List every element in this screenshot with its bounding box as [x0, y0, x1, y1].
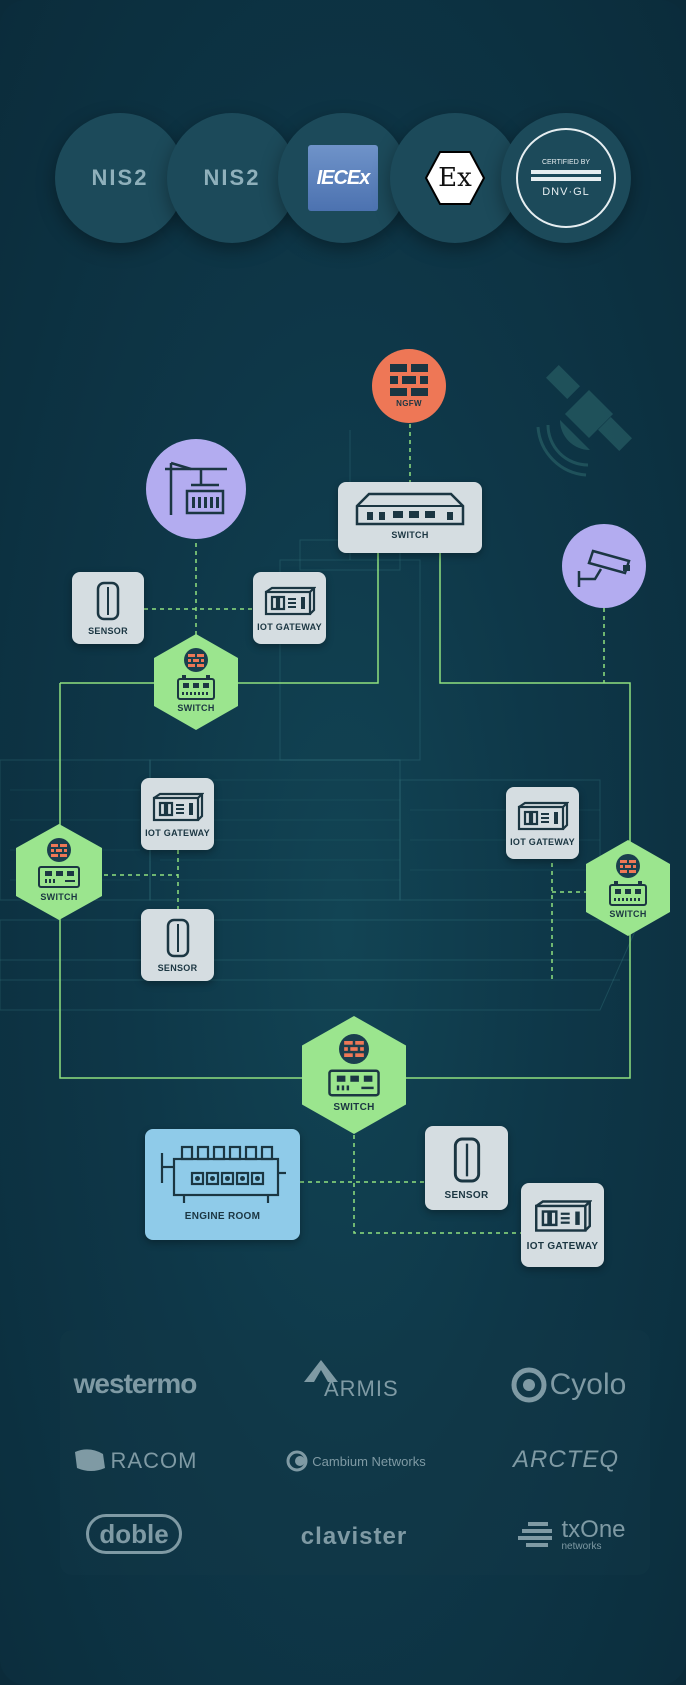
arcteq-logo: ARCTEQ — [512, 1446, 619, 1473]
dnv-label: DNV·GL — [542, 185, 590, 198]
racom-mark-icon — [74, 1449, 105, 1471]
cambium-logo: Cambium Networks — [276, 1446, 436, 1476]
nis2-label: NIS2 — [91, 165, 149, 190]
iot-gateway-icon — [264, 586, 316, 616]
firewall-icon — [390, 364, 428, 396]
iot-gateway-icon — [517, 801, 569, 831]
engine-room-node[interactable]: ENGINE ROOM — [145, 1129, 300, 1240]
sensor-label: SENSOR — [88, 626, 128, 636]
doble-logo: doble — [84, 1512, 184, 1556]
switch-device-icon — [38, 866, 80, 888]
iot-gateway-label: IOT GATEWAY — [145, 828, 210, 838]
engine-icon — [160, 1145, 286, 1203]
firewall-icon — [616, 854, 640, 878]
iot-gateway-label: IOT GATEWAY — [510, 837, 575, 847]
iecex-badge: IECEx — [278, 113, 408, 243]
iot-gateway-label: IOT GATEWAY — [526, 1241, 599, 1252]
ex-hexagon-icon — [424, 151, 486, 205]
switch-label: SWITCH — [40, 892, 78, 902]
crane-container-icon — [165, 461, 227, 515]
ngfw-node[interactable]: NGFW — [372, 349, 446, 423]
sensor-node-1[interactable]: SENSOR — [72, 572, 144, 644]
iot-gateway-label: IOT GATEWAY — [257, 622, 322, 632]
cyolo-logo: Cyolo — [500, 1364, 636, 1406]
dnv-bars-icon — [531, 169, 601, 174]
iot-gateway-icon — [534, 1200, 592, 1232]
switch-label: SWITCH — [177, 703, 215, 713]
nis2-label: NIS2 — [203, 165, 261, 190]
westermo-logo: westermo — [73, 1368, 198, 1399]
racom-logo: RACOM — [60, 1446, 210, 1476]
firewall-icon — [339, 1034, 369, 1064]
switch-label: SWITCH — [333, 1102, 375, 1113]
switch-device-icon — [355, 492, 465, 526]
txone-mark-icon — [518, 1522, 553, 1547]
partner-logos — [60, 1330, 650, 1575]
firewall-icon — [184, 648, 208, 672]
certified-by-label: CERTIFIED BY — [541, 158, 591, 166]
switch-hex-node-bottom[interactable]: SWITCH — [302, 1016, 406, 1134]
switch-label: SWITCH — [609, 909, 647, 919]
ex-label: Ex — [438, 163, 472, 193]
sensor-label: SENSOR — [444, 1190, 489, 1201]
crane-node[interactable] — [146, 439, 246, 539]
switch-hex-node-1[interactable]: SWITCH — [154, 634, 238, 730]
iot-gateway-node-3[interactable]: IOT GATEWAY — [506, 787, 579, 859]
switch-top-node[interactable]: SWITCH — [338, 482, 482, 553]
switch-device-icon — [177, 675, 215, 700]
link-switch-gw4 — [353, 1135, 521, 1234]
ex-badge: Ex — [390, 113, 520, 243]
satellite-icon — [536, 365, 632, 477]
nis2-badge-2: NIS2 — [167, 113, 297, 243]
iot-gateway-node-4[interactable]: IOT GATEWAY — [521, 1183, 604, 1267]
armis-logo: ARMIS — [290, 1356, 410, 1406]
sensor-label: SENSOR — [157, 963, 198, 973]
iot-gateway-icon — [152, 792, 204, 822]
cyolo-mark-icon — [511, 1367, 547, 1403]
firewall-icon — [47, 838, 71, 862]
sensor-node-3[interactable]: SENSOR — [425, 1126, 508, 1210]
sensor-icon — [166, 918, 189, 958]
ngfw-label: NGFW — [396, 399, 422, 408]
txone-logo: txOne networks — [510, 1514, 634, 1556]
armis-mark-icon — [304, 1360, 338, 1382]
iot-gateway-node-1[interactable]: IOT GATEWAY — [253, 572, 326, 644]
sensor-icon — [453, 1137, 480, 1183]
switch-device-icon — [609, 881, 647, 906]
dnv-badge: CERTIFIED BY DNV·GL — [501, 113, 631, 243]
switch-hex-node-left[interactable]: SWITCH — [16, 824, 102, 920]
engine-room-label: ENGINE ROOM — [184, 1211, 261, 1222]
sensor-icon — [96, 581, 120, 621]
security-camera-icon — [577, 549, 631, 587]
sensor-node-2[interactable]: SENSOR — [141, 909, 214, 981]
switch-device-icon — [328, 1069, 380, 1097]
nis2-badge-1: NIS2 — [55, 113, 185, 243]
iot-gateway-node-2[interactable]: IOT GATEWAY — [141, 778, 214, 850]
iecex-logo: IECEx — [308, 145, 378, 211]
camera-node[interactable] — [562, 524, 646, 608]
clavister-logo: clavister — [300, 1523, 408, 1550]
cambium-mark-icon — [286, 1450, 308, 1472]
switch-top-label: SWITCH — [391, 530, 429, 540]
switch-hex-node-right[interactable]: SWITCH — [586, 840, 670, 936]
